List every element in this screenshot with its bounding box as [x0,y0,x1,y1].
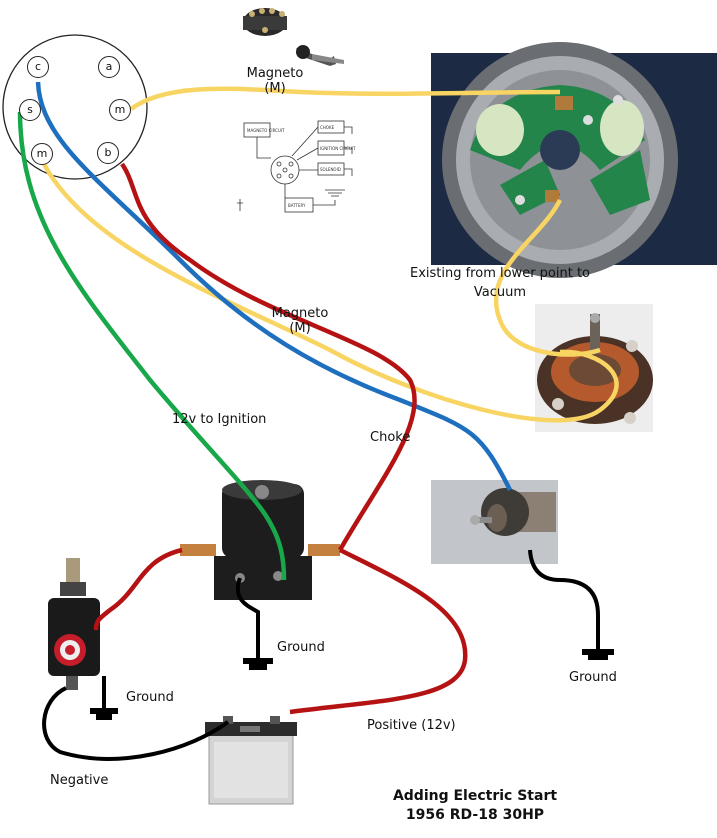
choke-wire [35,81,513,492]
diagram-title: Adding Electric Start 1956 RD-18 30HP [380,787,570,825]
pin-m-right: m [109,99,131,121]
ignition-wire [17,111,287,581]
diagram-title-line2: 1956 RD-18 30HP [405,807,545,823]
ground-solenoid-label: Ground [277,640,325,655]
magneto-top-label-1: Magneto [246,66,304,81]
negative-label: Negative [50,773,109,788]
starter-motor-icon [48,558,100,690]
magneto-wire-lower [42,162,619,423]
ground-starter-label: Ground [126,690,174,705]
magneto-top-label-2: (M) [264,81,286,96]
magneto-mid-label-2: (M) [289,321,311,336]
solenoid-icon [180,480,340,600]
choke-photo [431,480,558,564]
schematic-solenoid-text: SOLENOID [320,167,341,172]
pin-a: a [98,56,120,78]
magneto-wire-top [129,86,561,111]
solenoid-ground-wire [236,577,260,660]
pin-c: c [27,56,49,78]
negative-wire [42,686,230,761]
existing-vacuum-label: Existing from lower point to Vacuum [400,266,600,300]
key-switch-icon [243,8,344,66]
magneto-mid-label-1: Magneto [271,306,329,321]
ground-choke-label: Ground [569,670,617,685]
solenoid-ground-icon [243,658,273,670]
pin-b: b [97,142,119,164]
magneto-mid-label: Magneto (M) [265,306,335,336]
schematic-magneto-text: MAGNETO CIRCUIT [247,128,285,133]
schematic-choke-text: CHOKE [320,125,335,130]
starter-ground-icon [90,708,118,720]
positive-wire-b [120,162,417,552]
battery-icon [205,716,297,805]
choke-label: Choke [370,430,411,445]
choke-ground-icon [582,649,614,660]
existing-vacuum-label-2: Vacuum [473,285,527,300]
schematic-battery-text: BATTERY [288,203,306,208]
positive-label: Positive (12v) [367,718,456,733]
vacuum-unit-photo [535,304,653,432]
starter-cable [93,547,183,631]
ignition-label: 12v to Ignition [172,412,267,427]
magneto-top-label: Magneto (M) [240,66,310,96]
existing-vacuum-label-1: Existing from lower point to [409,266,591,281]
pin-m-left: m [31,143,53,165]
existing-vacuum-wire [493,198,601,357]
schematic-ignition-text: IGNITION CIRCUIT [320,146,356,151]
magneto-stator-photo [431,42,717,278]
positive-wire-battery [289,547,468,715]
diagram-title-line1: Adding Electric Start [392,788,558,804]
schematic-thumbnail [237,120,353,213]
pin-s: s [19,99,41,121]
choke-ground-wire [528,549,600,650]
